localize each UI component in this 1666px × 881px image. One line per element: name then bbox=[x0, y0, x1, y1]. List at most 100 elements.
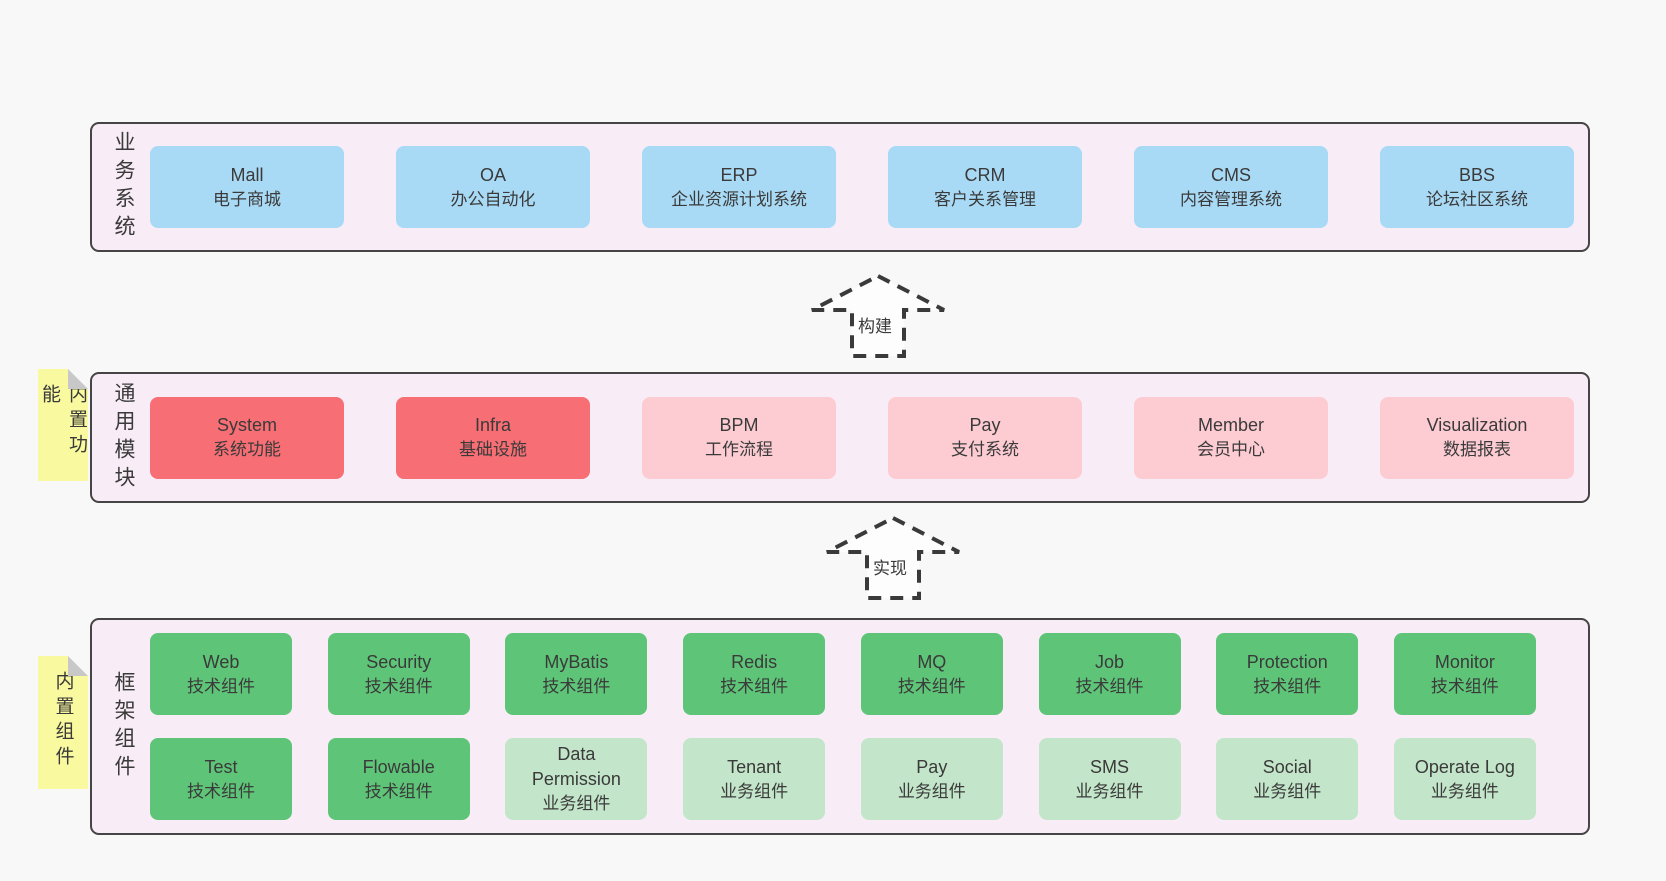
box-mybatis: MyBatis 技术组件 bbox=[505, 633, 648, 715]
box-subtitle: 会员中心 bbox=[1197, 440, 1265, 460]
box-title: Mall bbox=[230, 164, 264, 185]
box-title: Operate Log bbox=[1414, 756, 1515, 777]
common-modules-row: System 系统功能 Infra 基础设施 BPM 工作流程 Pay 支付系统… bbox=[150, 374, 1574, 501]
box-test: Test 技术组件 bbox=[150, 738, 292, 820]
box-operate-log: Operate Log 业务组件 bbox=[1393, 738, 1536, 820]
box-bpm: BPM 工作流程 bbox=[642, 396, 836, 479]
box-oa: OA 办公自动化 bbox=[396, 146, 590, 228]
box-subtitle: 客户关系管理 bbox=[934, 189, 1036, 209]
band-common-modules: 通用模块 System 系统功能 Infra 基础设施 BPM 工作流程 Pay… bbox=[90, 372, 1590, 503]
box-subtitle: 技术组件 bbox=[542, 676, 611, 696]
box-title: Tenant bbox=[727, 756, 782, 777]
box-title: SMS bbox=[1090, 756, 1130, 777]
box-redis: Redis 技术组件 bbox=[683, 633, 826, 715]
sticky-note-label: 内置功能 bbox=[39, 384, 87, 459]
tech-components-row: Web 技术组件 Security 技术组件 MyBatis 技术组件 Redi… bbox=[150, 633, 1536, 715]
sticky-note-builtin-features: 内置功能 bbox=[38, 369, 88, 481]
box-title: BBS bbox=[1458, 164, 1496, 185]
box-title: Infra bbox=[474, 415, 512, 436]
box-visualization: Visualization 数据报表 bbox=[1380, 396, 1574, 479]
box-title: Monitor bbox=[1434, 651, 1495, 672]
box-sms: SMS 业务组件 bbox=[1038, 738, 1181, 820]
box-subtitle: 业务组件 bbox=[897, 781, 966, 801]
box-title: CMS bbox=[1211, 164, 1251, 185]
box-title: Web bbox=[202, 651, 240, 672]
box-subtitle: 业务组件 bbox=[720, 781, 789, 801]
box-title: Data Permission bbox=[531, 744, 621, 790]
box-mall: Mall 电子商城 bbox=[150, 146, 344, 228]
box-social: Social 业务组件 bbox=[1216, 738, 1359, 820]
box-subtitle: 基础设施 bbox=[459, 440, 527, 460]
box-subtitle: 支付系统 bbox=[951, 440, 1019, 460]
box-bbs: BBS 论坛社区系统 bbox=[1380, 146, 1574, 228]
box-subtitle: 技术组件 bbox=[364, 781, 433, 801]
box-subtitle: 技术组件 bbox=[364, 676, 433, 696]
box-subtitle: 论坛社区系统 bbox=[1426, 189, 1528, 209]
box-subtitle: 业务组件 bbox=[1253, 781, 1322, 801]
box-infra: Infra 基础设施 bbox=[396, 396, 590, 479]
band-label: 通用模块 bbox=[112, 381, 135, 494]
box-tenant: Tenant 业务组件 bbox=[683, 738, 826, 820]
box-subtitle: 技术组件 bbox=[1430, 676, 1499, 696]
box-title: ERP bbox=[720, 164, 758, 185]
box-title: Member bbox=[1197, 415, 1264, 436]
implement-arrow-label: 实现 bbox=[870, 553, 910, 580]
box-monitor: Monitor 技术组件 bbox=[1393, 633, 1536, 715]
box-title: BPM bbox=[719, 415, 759, 436]
box-subtitle: 技术组件 bbox=[897, 676, 966, 696]
box-pay: Pay 支付系统 bbox=[888, 396, 1082, 479]
box-title: OA bbox=[479, 164, 506, 185]
biz-components-row: Test 技术组件 Flowable 技术组件 Data Permission … bbox=[150, 738, 1536, 820]
box-subtitle: 技术组件 bbox=[1075, 676, 1144, 696]
box-subtitle: 系统功能 bbox=[213, 440, 281, 460]
box-title: Visualization bbox=[1426, 415, 1528, 436]
band-framework-components: 框架组件 Web 技术组件 Security 技术组件 MyBatis 技术组件… bbox=[90, 618, 1590, 835]
box-subtitle: 技术组件 bbox=[1253, 676, 1322, 696]
box-crm: CRM 客户关系管理 bbox=[888, 146, 1082, 228]
box-erp: ERP 企业资源计划系统 bbox=[642, 146, 836, 228]
band-label: 业务系统 bbox=[112, 131, 135, 243]
box-title: Pay bbox=[969, 415, 1001, 436]
framework-components-rows: Web 技术组件 Security 技术组件 MyBatis 技术组件 Redi… bbox=[150, 620, 1536, 833]
box-title: Test bbox=[204, 756, 238, 777]
box-security: Security 技术组件 bbox=[327, 633, 470, 715]
box-subtitle: 内容管理系统 bbox=[1180, 189, 1282, 209]
box-mq: MQ 技术组件 bbox=[860, 633, 1003, 715]
box-title: System bbox=[216, 415, 277, 436]
box-subtitle: 电子商城 bbox=[213, 189, 281, 209]
box-cms: CMS 内容管理系统 bbox=[1134, 146, 1328, 228]
box-data-permission: Data Permission 业务组件 bbox=[505, 738, 648, 820]
box-subtitle: 办公自动化 bbox=[450, 189, 536, 209]
box-title: MyBatis bbox=[544, 651, 609, 672]
box-web: Web 技术组件 bbox=[150, 633, 292, 715]
business-systems-row: Mall 电子商城 OA 办公自动化 ERP 企业资源计划系统 CRM 客户关系… bbox=[150, 124, 1574, 250]
box-title: MQ bbox=[917, 651, 947, 672]
box-subtitle: 技术组件 bbox=[720, 676, 789, 696]
box-subtitle: 技术组件 bbox=[187, 676, 255, 696]
box-title: Redis bbox=[731, 651, 778, 672]
sticky-note-label: 内置组件 bbox=[52, 671, 74, 771]
box-title: Job bbox=[1095, 651, 1125, 672]
box-title: Pay bbox=[916, 756, 948, 777]
box-subtitle: 业务组件 bbox=[1430, 781, 1499, 801]
box-system: System 系统功能 bbox=[150, 396, 344, 479]
band-business-systems: 业务系统 Mall 电子商城 OA 办公自动化 ERP 企业资源计划系统 CRM… bbox=[90, 122, 1590, 252]
box-title: Protection bbox=[1246, 651, 1328, 672]
box-flowable: Flowable 技术组件 bbox=[327, 738, 470, 820]
box-subtitle: 工作流程 bbox=[705, 440, 773, 460]
build-arrow-label: 构建 bbox=[855, 311, 895, 338]
band-label: 框架组件 bbox=[112, 670, 135, 783]
box-subtitle: 企业资源计划系统 bbox=[671, 189, 807, 209]
box-protection: Protection 技术组件 bbox=[1216, 633, 1359, 715]
box-title: Security bbox=[366, 651, 432, 672]
box-subtitle: 数据报表 bbox=[1443, 440, 1511, 460]
box-title: CRM bbox=[964, 164, 1006, 185]
box-job: Job 技术组件 bbox=[1038, 633, 1181, 715]
box-subtitle: 业务组件 bbox=[1075, 781, 1144, 801]
box-subtitle: 技术组件 bbox=[187, 781, 255, 801]
box-subtitle: 业务组件 bbox=[542, 794, 611, 814]
sticky-note-builtin-components: 内置组件 bbox=[38, 656, 88, 789]
box-member: Member 会员中心 bbox=[1134, 396, 1328, 479]
box-pay-biz: Pay 业务组件 bbox=[860, 738, 1003, 820]
